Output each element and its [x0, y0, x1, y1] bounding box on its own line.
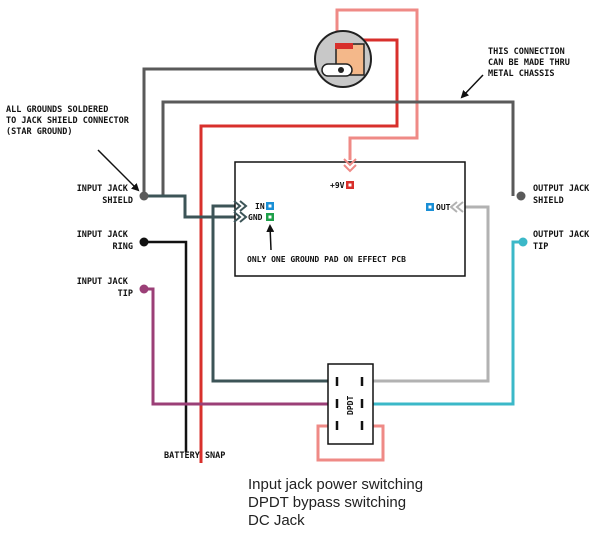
power-label: +9V	[330, 181, 345, 190]
pcb-ground-wire	[144, 194, 248, 219]
caption-line: DC Jack	[248, 512, 305, 529]
input-tip-dot	[139, 284, 149, 294]
battery-red-wire	[199, 38, 399, 463]
battery-snap-label: BATTERY SNAP	[164, 451, 225, 461]
dc-jack-ground-wire	[142, 67, 330, 196]
output-shield-dot	[516, 191, 526, 201]
dpdt-label: DPDT	[346, 396, 355, 415]
caption: Input jack power switching DPDT bypass s…	[248, 476, 423, 530]
in-arrow	[233, 200, 248, 212]
output-tip-dot	[518, 237, 528, 247]
caption-line: Input jack power switching	[248, 476, 424, 493]
input-ring-label: INPUT JACK RING	[77, 230, 133, 252]
ground-pad-note: ONLY ONE GROUND PAD ON EFFECT PCB	[247, 255, 406, 264]
input-ring-dot	[139, 237, 149, 247]
input-tip-wire	[144, 287, 337, 406]
output-tip-label: OUTPUT JACK TIP	[533, 230, 594, 252]
gnd-arrow	[233, 211, 248, 223]
output-tip-wire	[362, 240, 523, 406]
dc-jack-icon	[314, 30, 372, 88]
pcb-in-wire	[211, 204, 337, 383]
ring-wire	[144, 240, 188, 452]
dpdt-switch: DPDT	[327, 363, 374, 445]
chassis-note: THIS CONNECTION CAN BE MADE THRU METAL C…	[488, 47, 575, 79]
dpdt-loop-wire	[316, 424, 385, 462]
output-shield-label: OUTPUT JACK SHIELD	[533, 184, 594, 206]
all-grounds-note: ALL GROUNDS SOLDERED TO JACK SHIELD CONN…	[6, 105, 134, 137]
power-input-arrow	[343, 158, 357, 173]
pcb-out-wire	[362, 205, 490, 383]
in-label: IN	[255, 202, 265, 211]
out-arrow	[449, 201, 464, 213]
input-tip-label: INPUT JACK TIP	[77, 277, 133, 299]
out-label: OUT	[436, 203, 451, 212]
input-shield-label: INPUT JACK SHIELD	[77, 184, 133, 206]
gnd-label: GND	[248, 213, 263, 222]
input-shield-dot	[139, 191, 149, 201]
caption-line: DPDT bypass switching	[248, 494, 407, 511]
